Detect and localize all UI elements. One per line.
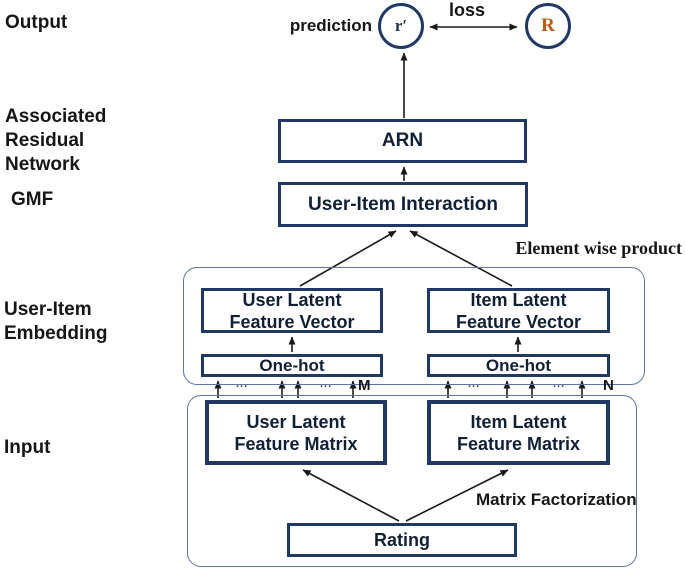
user-onehot-box: One-hot bbox=[201, 354, 383, 377]
label-user-item-embedding: User-Item Embedding bbox=[4, 299, 108, 344]
ellipsis: ... bbox=[468, 378, 481, 390]
item-latent-feature-matrix-box: Item Latent Feature Matrix bbox=[427, 400, 610, 465]
prediction-label: prediction bbox=[289, 16, 372, 35]
n-label: N bbox=[603, 377, 614, 394]
m-label: M bbox=[358, 377, 371, 394]
user-latent-feature-matrix-box: User Latent Feature Matrix bbox=[205, 400, 387, 465]
user-item-interaction-box: User-Item Interaction bbox=[278, 182, 528, 227]
label-gmf: GMF bbox=[11, 189, 54, 210]
input-container bbox=[187, 395, 637, 567]
item-onehot-box: One-hot bbox=[427, 354, 610, 377]
element-wise-product-label: Element wise product bbox=[515, 238, 682, 258]
predicted-rating-value: r′ bbox=[394, 16, 408, 35]
embedding-container bbox=[183, 267, 645, 385]
label-associated-residual-network: Associated Residual Network bbox=[5, 106, 107, 175]
loss-label: loss bbox=[448, 0, 486, 20]
predicted-rating-circle: r′ bbox=[378, 3, 424, 49]
ellipsis: ... bbox=[553, 378, 566, 390]
label-input: Input bbox=[4, 437, 51, 458]
user-latent-feature-vector-box: User Latent Feature Vector bbox=[201, 288, 383, 333]
arn-box: ARN bbox=[278, 119, 527, 163]
label-output: Output bbox=[5, 12, 68, 33]
actual-rating-circle: R bbox=[525, 3, 571, 49]
ellipsis: ... bbox=[236, 378, 249, 390]
matrix-factorization-label: Matrix Factorization bbox=[476, 490, 637, 509]
item-latent-feature-vector-box: Item Latent Feature Vector bbox=[427, 288, 610, 333]
rating-box: Rating bbox=[287, 523, 517, 557]
actual-rating-value: R bbox=[541, 15, 555, 36]
ellipsis: ... bbox=[320, 378, 333, 390]
